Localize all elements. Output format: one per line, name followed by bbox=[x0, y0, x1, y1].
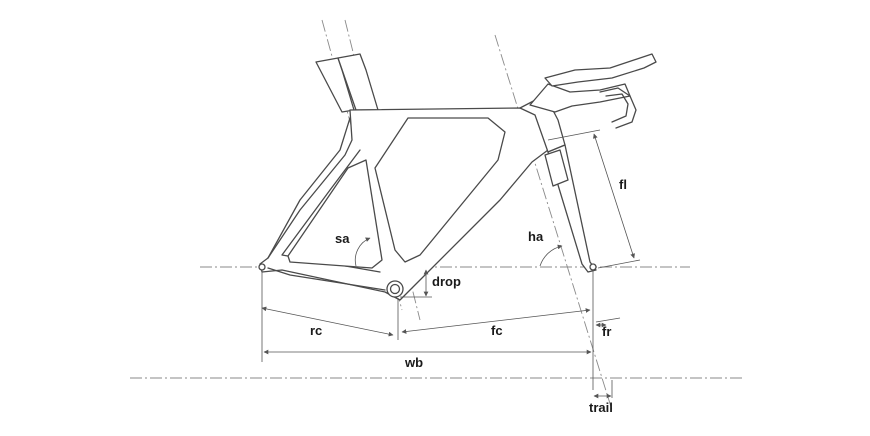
seatpost-2 bbox=[337, 53, 379, 111]
label-drop: drop bbox=[432, 274, 461, 289]
fork-crown-box bbox=[544, 149, 569, 187]
front-triangle-window bbox=[374, 117, 506, 263]
bottom-bracket-inner bbox=[389, 283, 401, 295]
rear-triangle-window bbox=[287, 159, 383, 269]
base-bar-2 bbox=[605, 93, 629, 123]
label-rc: rc bbox=[310, 323, 322, 338]
fl-dimension bbox=[593, 133, 635, 259]
aero-extension bbox=[544, 53, 657, 87]
label-wb: wb bbox=[404, 355, 423, 370]
rc-dimension bbox=[261, 306, 394, 337]
label-trail: trail bbox=[589, 400, 613, 415]
label-fc: fc bbox=[491, 323, 503, 338]
label-fr: fr bbox=[602, 324, 611, 339]
steering-axis bbox=[494, 34, 613, 411]
chainstay bbox=[267, 267, 386, 291]
rear-axle bbox=[258, 263, 266, 271]
label-ha: ha bbox=[528, 229, 544, 244]
fc-dimension bbox=[401, 308, 591, 334]
base-bar bbox=[599, 87, 637, 129]
seat-stay bbox=[267, 117, 351, 259]
seatpost bbox=[315, 57, 355, 113]
bottom-bracket bbox=[386, 280, 404, 298]
seat-angle-arc bbox=[354, 237, 371, 267]
label-sa: sa bbox=[335, 231, 350, 246]
label-fl: fl bbox=[619, 177, 627, 192]
front-axle bbox=[589, 263, 597, 271]
head-angle-arc bbox=[539, 244, 563, 267]
